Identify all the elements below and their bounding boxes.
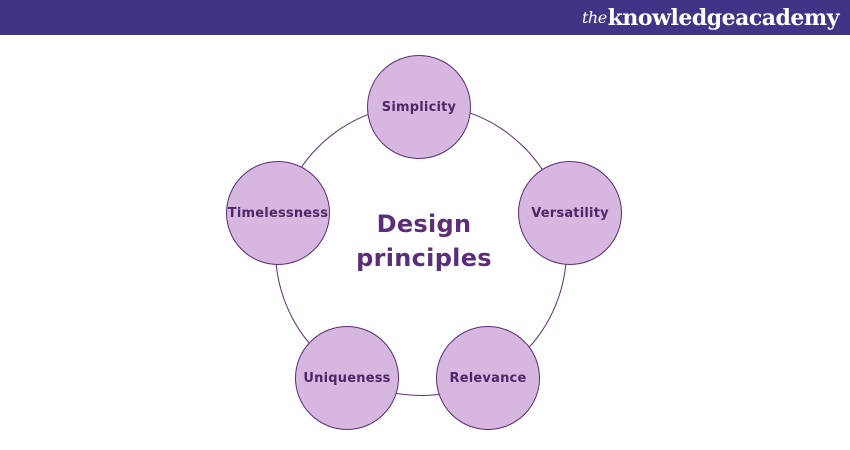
node-uniqueness: Uniqueness [295,326,399,430]
node-versatility: Versatility [518,161,622,265]
node-label: Uniqueness [303,370,391,386]
design-principles-diagram: Simplicity Versatility Relevance Uniquen… [0,35,850,450]
logo-word-academy: academy [735,4,839,31]
diagram-title-line2: principles [356,244,492,272]
node-timelessness: Timelessness [226,161,330,265]
diagram-title-line1: Design [376,210,472,238]
node-label: Simplicity [381,99,457,115]
diagram-title: Design principles [324,207,524,275]
logo-word-the: the [581,8,607,27]
node-label: Relevance [449,370,527,386]
node-simplicity: Simplicity [367,55,471,159]
logo-word-knowledge: knowledge [607,4,736,31]
node-relevance: Relevance [436,326,540,430]
node-label: Versatility [531,205,609,221]
node-label: Timelessness [227,205,329,221]
